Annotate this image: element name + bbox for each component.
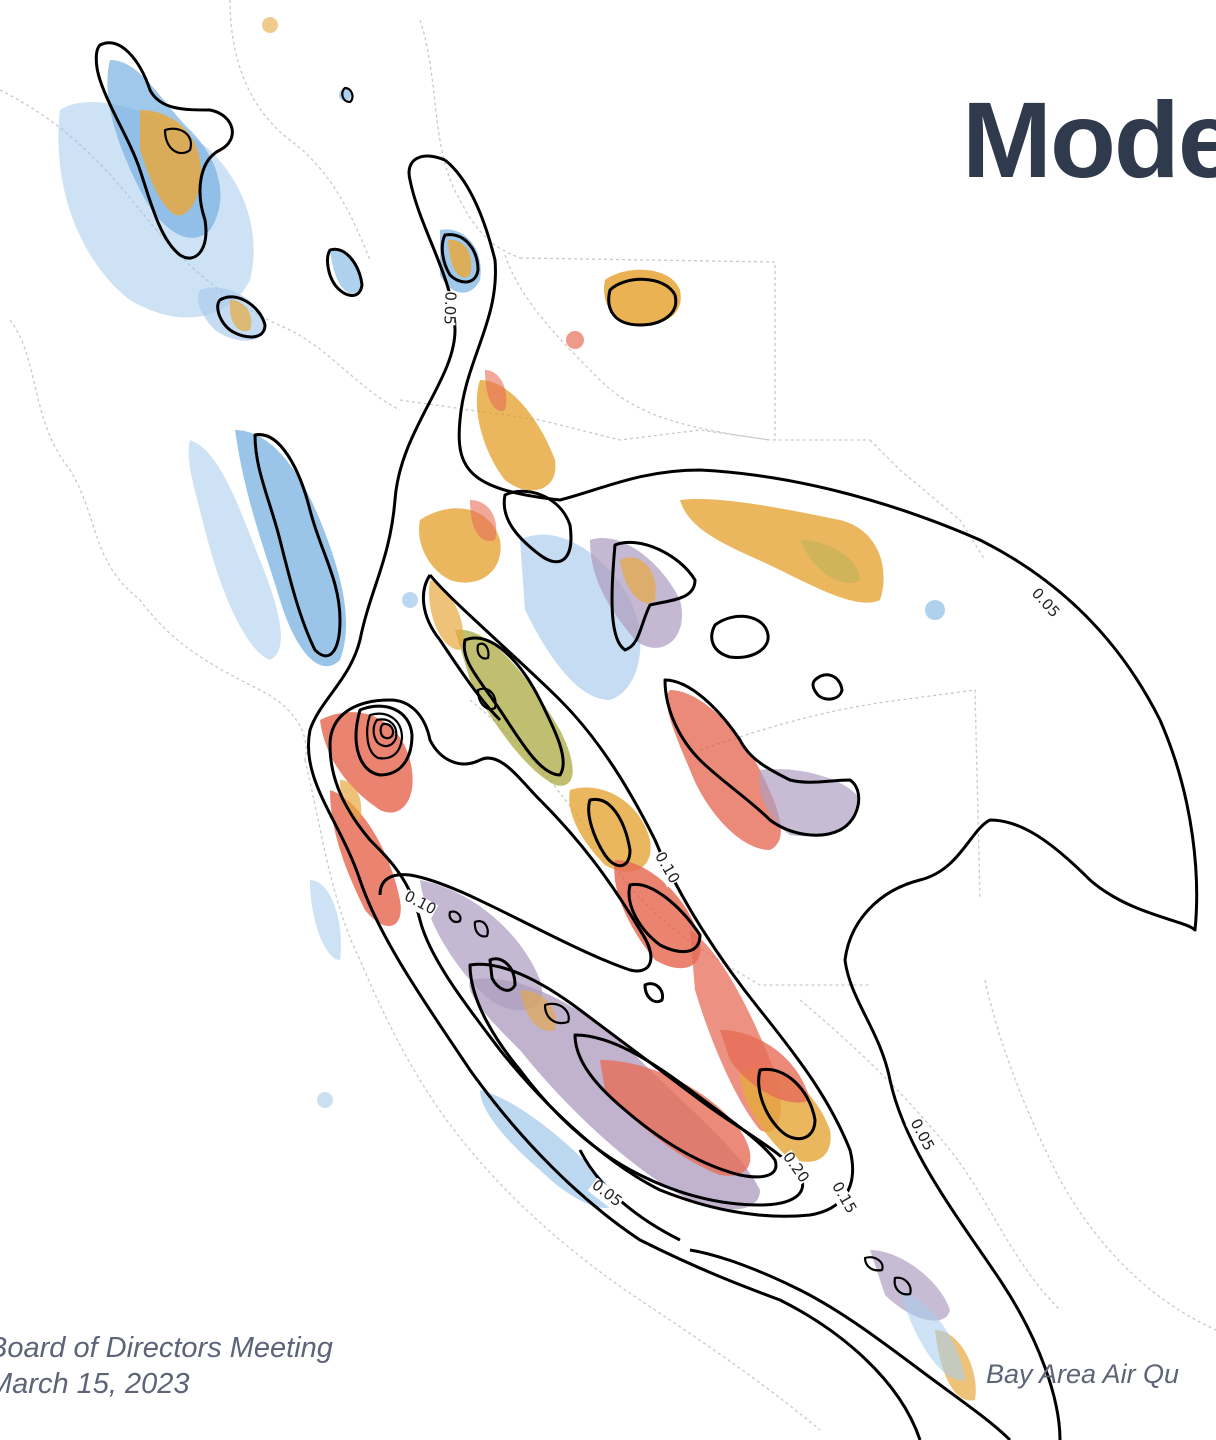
contour-label-text: 0.05 bbox=[440, 291, 459, 325]
contour-label-bg bbox=[778, 1149, 811, 1187]
contour-label: 0.15 bbox=[827, 1179, 860, 1218]
meeting-footer: Board of Directors Meeting March 15, 202… bbox=[0, 1330, 333, 1402]
contour-label-bg bbox=[650, 849, 682, 888]
contour-label-bg bbox=[439, 290, 457, 326]
organization-name: Bay Area Air Qu bbox=[986, 1359, 1180, 1389]
meeting-name: Board of Directors Meeting bbox=[0, 1332, 333, 1364]
contour-label: 0.10 bbox=[650, 849, 683, 888]
contour-label: 0.05 bbox=[439, 290, 460, 326]
contour-lines bbox=[94, 41, 1199, 1440]
population-patches bbox=[58, 17, 976, 1401]
contour-label-bg bbox=[827, 1179, 859, 1218]
meeting-date: March 15, 2023 bbox=[0, 1368, 190, 1400]
contour-label-bg bbox=[1026, 586, 1062, 622]
contour-label-bg bbox=[905, 1116, 936, 1155]
slide-title: Mode bbox=[962, 79, 1216, 200]
contour-label-bg bbox=[587, 1177, 625, 1212]
contour-label-bg bbox=[400, 889, 439, 920]
